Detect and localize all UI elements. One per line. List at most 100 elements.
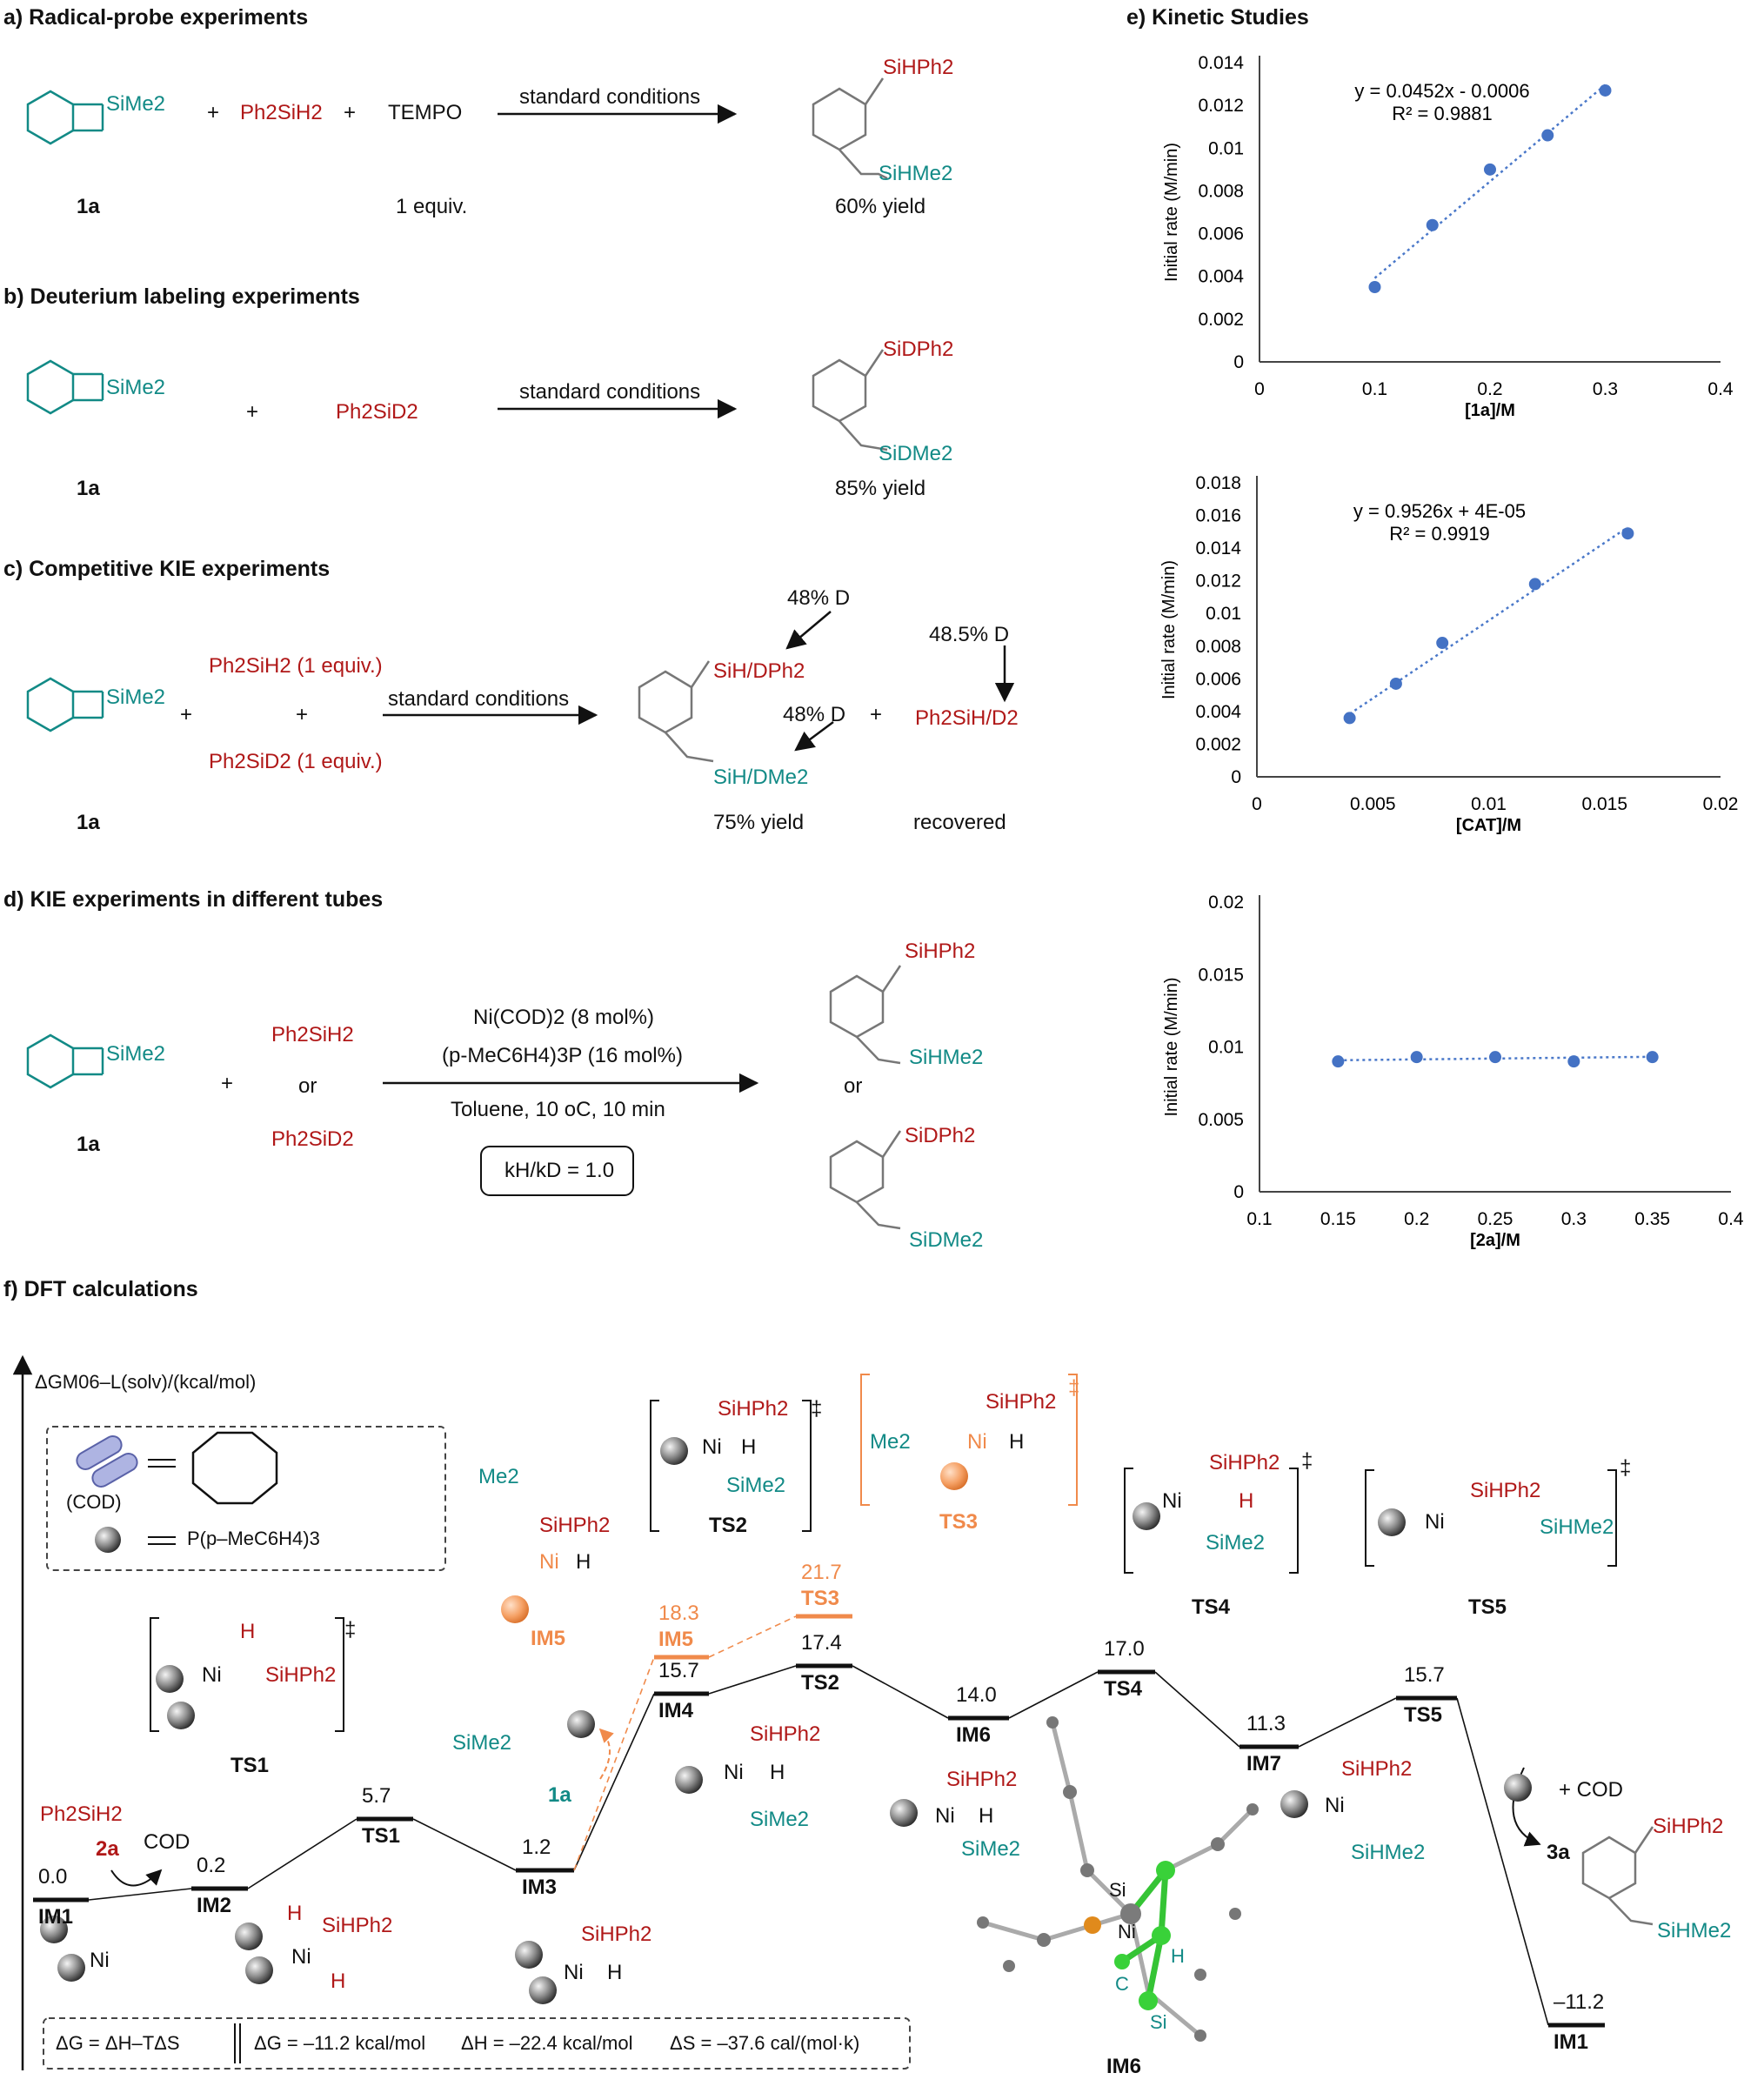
recovered-silane: Ph2SiH/D2 [915, 706, 1019, 730]
ts1-h: H [240, 1620, 256, 1643]
y-tick-label: 0.002 [1198, 310, 1244, 330]
section-f-title: f) DFT calculations [3, 1277, 198, 1301]
plus-cod: + COD [1559, 1778, 1624, 1802]
im7-si: SiHPh2 [1341, 1757, 1413, 1781]
or-d2: or [844, 1074, 863, 1098]
x-tick-label: 0.25 [1478, 1209, 1513, 1229]
phosphine-ball-icon [95, 1527, 121, 1553]
model-si1: Si [1109, 1879, 1126, 1901]
ts4-h: H [1239, 1489, 1254, 1513]
trendline [1373, 84, 1607, 279]
ph2sid2-1equiv: Ph2SiD2 (1 equiv.) [209, 750, 383, 773]
energy-value-ts1: 5.7 [362, 1784, 391, 1808]
im2-sih: SiHPh2 [322, 1914, 393, 1937]
ph2sid2-d: Ph2SiD2 [271, 1127, 354, 1151]
energy-levels [33, 1663, 1605, 2028]
y-tick-label: 0 [1233, 352, 1244, 372]
im6-ni: Ni [935, 1804, 955, 1828]
energy-value-ts3: 21.7 [801, 1561, 842, 1584]
label-ts4: TS4 [1192, 1595, 1231, 1619]
y-tick-label: 0.004 [1195, 702, 1241, 722]
level-name-im1: IM1 [1554, 2030, 1589, 2054]
sime2-label: SiMe2 [106, 92, 166, 116]
x-tick-label: 0.4 [1707, 379, 1734, 399]
product-sihme2: SiHMe2 [879, 162, 953, 185]
condition-ni: Ni(COD)2 (8 mol%) [473, 1006, 655, 1029]
y-tick-label: 0.016 [1195, 506, 1241, 526]
label-ts2: TS2 [709, 1514, 748, 1537]
compound-1a: 1a [77, 1133, 100, 1156]
ts4-si: SiHPh2 [1209, 1451, 1280, 1474]
section-b-title: b) Deuterium labeling experiments [3, 284, 360, 309]
yield-b: 85% yield [835, 477, 926, 500]
y-tick-label: 0.006 [1198, 224, 1244, 244]
level-name-ts4: TS4 [1104, 1677, 1143, 1701]
energy-value-im2: 0.2 [197, 1854, 226, 1877]
plus: + [246, 400, 259, 424]
thermo-dh: ΔH = –22.4 kcal/mol [461, 2032, 633, 2054]
data-point [1599, 84, 1612, 97]
trend-equation: y = 0.9526x + 4E-05 [1353, 500, 1526, 522]
ts2-si: SiHPh2 [718, 1397, 789, 1421]
sime2-label: SiMe2 [106, 685, 166, 709]
y-tick-label: 0.015 [1198, 965, 1244, 985]
product-3a-sihph2: SiHPh2 [1653, 1815, 1724, 1838]
plus: + [870, 703, 883, 726]
energy-value-im1: –11.2 [1554, 1990, 1605, 2014]
cod-legend: (COD) [66, 1491, 122, 1513]
plus: + [221, 1072, 234, 1095]
im1-ni: Ni [90, 1949, 110, 1972]
y-tick-label: 0.005 [1198, 1110, 1244, 1130]
im7-sihme2: SiHMe2 [1351, 1841, 1426, 1864]
y-tick-label: 0.01 [1208, 1038, 1244, 1058]
product-sihdme2: SiH/DMe2 [713, 766, 809, 789]
d-incorporation-2: 48% D [783, 703, 846, 726]
model-h: H [1171, 1945, 1185, 1967]
d-incorporation-3: 48.5% D [929, 623, 1010, 646]
level-name-im6: IM6 [956, 1723, 992, 1747]
x-tick-label: 0.1 [1362, 379, 1387, 399]
plus: + [344, 101, 357, 124]
sime2-label: SiMe2 [106, 1042, 166, 1066]
x-axis-label: [CAT]/M [1456, 816, 1521, 835]
energy-connectors [88, 1665, 1549, 2026]
section-a-title: a) Radical-probe experiments [3, 5, 309, 30]
x-tick-label: 0.02 [1703, 794, 1739, 814]
product-3a-sihme2: SiHMe2 [1657, 1919, 1732, 1943]
ts5-dagger: ‡ [1620, 1456, 1632, 1480]
molecule-1a-b [26, 359, 104, 415]
x-tick-label: 0.015 [1581, 794, 1627, 814]
im6-3d-model [977, 1716, 1259, 2042]
im6-h: H [979, 1804, 994, 1828]
im5-si: SiHPh2 [539, 1514, 611, 1537]
im3-ni: Ni [564, 1961, 584, 1984]
y-tick-label: 0.018 [1195, 473, 1241, 493]
yield-c: 75% yield [713, 811, 805, 834]
ph2sih2: Ph2SiH2 [240, 101, 323, 124]
label-1a-dft: 1a [548, 1783, 571, 1807]
tempo: TEMPO [388, 101, 463, 124]
thermo-equation: ΔG = ΔH–TΔS [56, 2032, 180, 2054]
ts1-si: SiHPh2 [265, 1663, 337, 1687]
y-tick-label: 0 [1231, 767, 1241, 787]
section-d-title: d) KIE experiments in different tubes [3, 887, 384, 912]
level-name-im2: IM2 [197, 1894, 232, 1917]
energy-value-ts2: 17.4 [801, 1631, 842, 1655]
x-tick-label: 0.2 [1477, 379, 1502, 399]
released-cod: COD [144, 1830, 190, 1854]
y-tick-label: 0.014 [1198, 53, 1244, 73]
data-point [1484, 163, 1496, 176]
label-ts5: TS5 [1468, 1595, 1507, 1619]
y-tick-label: 0.008 [1198, 181, 1244, 201]
cod-legend-icon [76, 1435, 138, 1488]
condition-ligand: (p-MeC6H4)3P (16 mol%) [442, 1044, 683, 1067]
im3-h: H [607, 1961, 623, 1984]
level-name-ts2: TS2 [801, 1671, 840, 1695]
product-sihdph2: SiH/DPh2 [713, 659, 805, 683]
trend-r2: R² = 0.9881 [1392, 103, 1493, 124]
x-tick-label: 0.3 [1561, 1209, 1587, 1229]
thermo-box [43, 2017, 911, 2070]
ts5-si: SiHPh2 [1470, 1479, 1541, 1502]
